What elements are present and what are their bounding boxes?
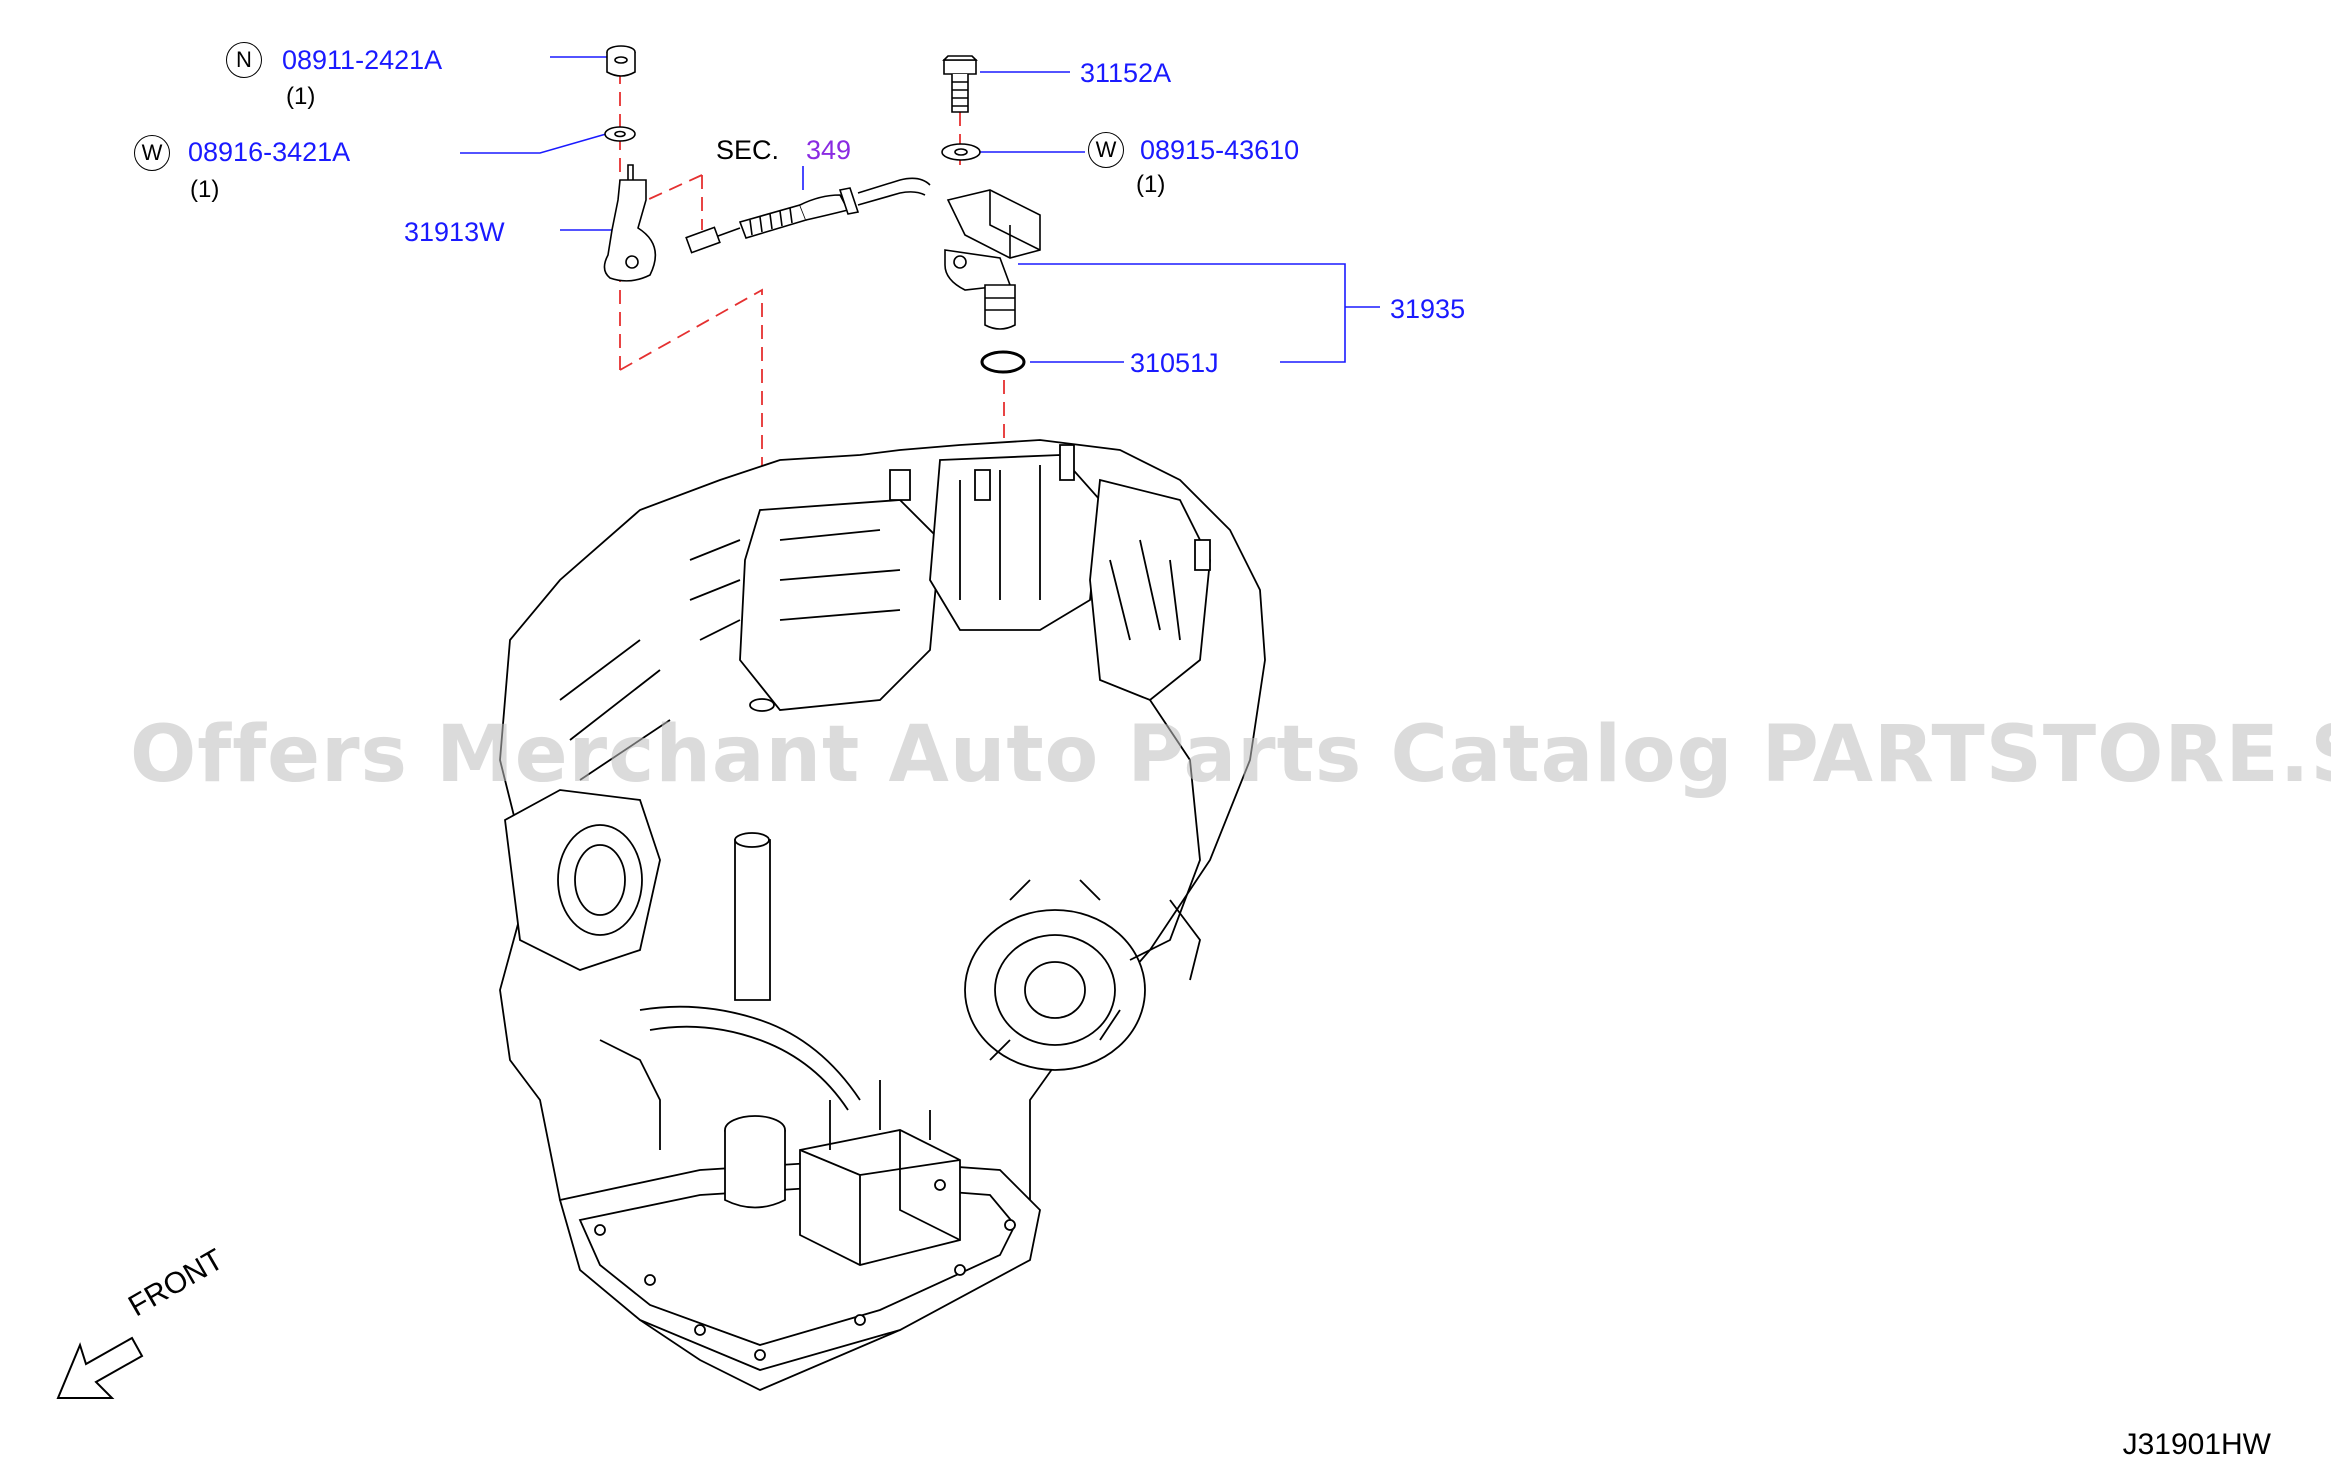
part-number-31913W[interactable]: 31913W — [404, 217, 505, 247]
watermark: Offers Merchant Auto Parts Catalog PARTS… — [130, 710, 2331, 800]
callout-symbol-n: N — [226, 42, 262, 78]
diagram-code: J31901HW — [2122, 1428, 2271, 1461]
oring-part — [980, 350, 1026, 374]
part-number-08911-2421A[interactable]: 08911-2421A — [282, 45, 443, 75]
part-number-31051J[interactable]: 31051J — [1130, 348, 1219, 378]
washer-left-part — [604, 126, 636, 142]
part-number-31152A[interactable]: 31152A — [1080, 58, 1172, 88]
part-number-08916-3421A[interactable]: 08916-3421A — [188, 137, 351, 167]
top-studs — [889, 444, 1211, 571]
washer-right-part — [941, 143, 981, 161]
bracket-part — [603, 164, 657, 282]
section-prefix: SEC. — [716, 135, 780, 165]
qty-08915-43610: (1) — [1136, 171, 1166, 198]
section-ref-349[interactable]: 349 — [806, 135, 852, 165]
leader-lines — [460, 56, 1380, 363]
pan-bolts — [594, 1179, 1016, 1361]
callout-symbol-w-left: W — [134, 135, 170, 171]
nut-part — [606, 45, 636, 77]
transmission-body — [499, 439, 1266, 1391]
qty-08911-2421A: (1) — [286, 83, 316, 110]
part-number-08915-43610[interactable]: 08915-43610 — [1140, 135, 1300, 165]
bolt-part — [942, 55, 978, 113]
part-number-31935[interactable]: 31935 — [1390, 294, 1466, 324]
small-parts — [603, 45, 1041, 374]
callout-symbol-w-right: W — [1088, 132, 1124, 168]
sensor-part — [944, 189, 1041, 330]
qty-08916-3421A: (1) — [190, 176, 220, 203]
cable-part — [685, 177, 931, 254]
front-arrow-icon — [56, 1336, 144, 1399]
